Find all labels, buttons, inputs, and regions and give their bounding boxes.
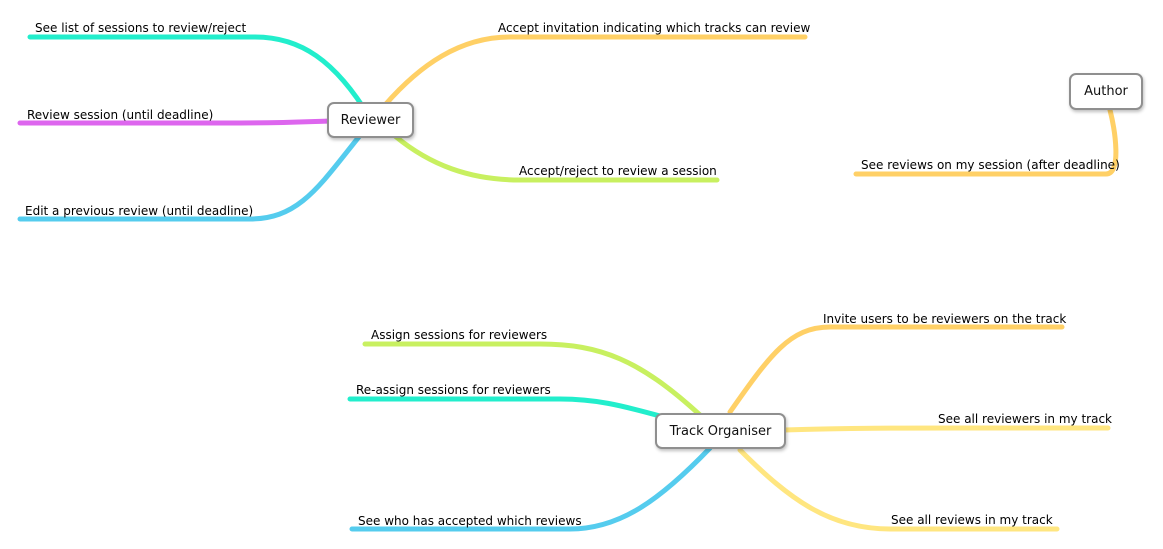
branch-accept-invitation	[382, 34, 808, 108]
branch-see-list	[27, 34, 373, 121]
node-track-organiser[interactable]: Track Organiser	[655, 413, 786, 449]
label-see-reviewers: See all reviewers in my track	[938, 412, 1112, 426]
label-invite: Invite users to be reviewers on the trac…	[823, 312, 1067, 326]
node-author[interactable]: Author	[1069, 73, 1143, 110]
branch-edit-review	[17, 130, 365, 222]
branch-accept-reject	[392, 133, 720, 183]
label-author-see-reviews: See reviews on my session (after deadlin…	[861, 158, 1120, 172]
label-accept-reject: Accept/reject to review a session	[519, 164, 717, 178]
label-assign: Assign sessions for reviewers	[371, 328, 548, 342]
label-review-session: Review session (until deadline)	[27, 108, 214, 122]
label-edit-review: Edit a previous review (until deadline)	[25, 204, 254, 218]
node-reviewer[interactable]: Reviewer	[327, 102, 414, 138]
label-reassign: Re-assign sessions for reviewers	[356, 383, 551, 397]
branch-see-reviews	[737, 447, 1060, 532]
branch-see-reviewers	[781, 425, 1111, 433]
label-see-accepted: See who has accepted which reviews	[358, 514, 582, 528]
branch-invite	[727, 324, 1065, 415]
branch-assign	[362, 341, 703, 418]
label-see-list: See list of sessions to review/reject	[35, 21, 247, 35]
branch-reassign	[347, 396, 663, 419]
label-see-reviews: See all reviews in my track	[891, 513, 1053, 527]
label-accept-invitation: Accept invitation indicating which track…	[498, 21, 811, 35]
branch-see-accepted	[349, 445, 713, 532]
branch-author-see-reviews	[853, 107, 1119, 177]
branch-review-session	[17, 118, 333, 126]
